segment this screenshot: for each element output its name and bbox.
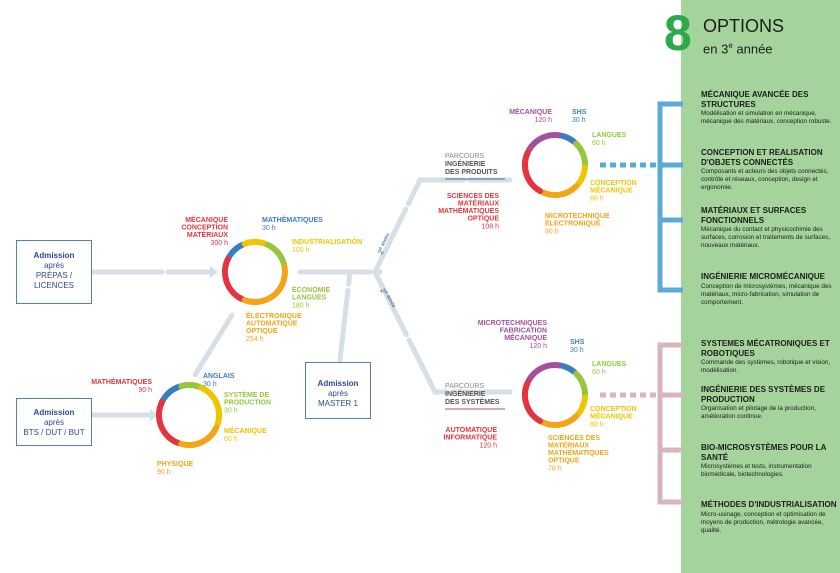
option-desc: Conception de microsystèmes, mécanique d…	[701, 282, 832, 306]
ring-segment	[222, 254, 246, 303]
option-desc: Organisation et pilotage de la productio…	[701, 405, 816, 421]
option-desc: Microsystèmes et tests, instrumentation …	[701, 463, 812, 479]
options-year: en 3e année	[703, 41, 773, 57]
svg-text:PARCOURS: PARCOURS	[445, 383, 484, 390]
ring-segment	[264, 241, 287, 268]
admission-master-box: Admission après MASTER 1	[305, 362, 371, 419]
svg-text:PARCOURS: PARCOURS	[445, 153, 484, 160]
option-2: CONCEPTION ET REALISATION D'OBJETS CONNE…	[701, 148, 837, 193]
ring-segment	[573, 370, 588, 398]
option-desc: Micro-usinage, conception et optimisatio…	[701, 510, 826, 534]
ring-segment	[539, 413, 580, 428]
ring-segment	[521, 149, 543, 194]
option-title: INGÉNIERIE MICROMÉCANIQUE	[701, 272, 826, 281]
ring-segment	[178, 381, 203, 390]
ring-segment	[526, 362, 564, 383]
options-word: OPTIONS	[703, 16, 785, 36]
admission-prepas-box: Admission après PRÉPAS / LICENCES	[16, 240, 92, 304]
flow-arrows	[150, 266, 218, 421]
ring-segment	[575, 394, 588, 418]
ring-segment	[156, 397, 182, 447]
ring-segment	[539, 183, 580, 198]
ring-segment	[241, 263, 288, 305]
option-title: BIO-MICROSYSTÈMES POUR LA SANTÉ	[701, 443, 827, 462]
ring-segment	[241, 239, 269, 247]
parcours-systemes-label: PARCOURS INGÉNIERIE DES SYSTÈMES	[445, 383, 505, 410]
option-7: BIO-MICROSYSTÈMES POUR LA SANTÉ Microsys…	[701, 443, 837, 479]
option-4: INGÉNIERIE MICROMÉCANIQUE Conception de …	[701, 272, 837, 307]
option-3: MATÉRIAUX ET SURFACES FONCTIONNELS Mécan…	[701, 206, 837, 251]
option-title: CONCEPTION ET REALISATION D'OBJETS CONNE…	[701, 148, 823, 167]
ring-segment	[559, 133, 578, 145]
option-8: MÉTHODES D'INDUSTRIALISATION Micro-usina…	[701, 500, 837, 535]
option-desc: Mécanique du contact et physicochimie de…	[701, 226, 831, 250]
ring-segment	[559, 363, 578, 375]
svg-text:2e année: 2e année	[378, 287, 396, 311]
bracket-produits	[600, 101, 683, 293]
ring-segment	[575, 164, 588, 188]
option-1: MÉCANIQUE AVANCÉE DES STRUCTURES Modélis…	[701, 90, 837, 126]
ring-segment	[573, 140, 588, 168]
flow-lines	[89, 177, 513, 418]
option-5: SYSTEMES MÉCATRONIQUES ET ROBOTIQUES Com…	[701, 339, 837, 375]
options-count: 8	[664, 5, 692, 61]
ring-segment	[521, 379, 543, 424]
svg-text:INGÉNIERIE: INGÉNIERIE	[445, 159, 486, 168]
option-title: MATÉRIAUX ET SURFACES FONCTIONNELS	[701, 206, 807, 225]
option-desc: Composants et acteurs des objets connect…	[701, 168, 829, 192]
parcours-produits-label: PARCOURS INGÉNIERIE DES PRODUITS	[445, 153, 505, 180]
ring-segment	[198, 384, 222, 429]
options-panel	[681, 0, 840, 573]
ring-segment	[161, 383, 182, 401]
svg-text:DES PRODUITS: DES PRODUITS	[445, 169, 498, 176]
ring-segment	[227, 241, 246, 258]
ring-segment	[178, 424, 220, 449]
option-title: SYSTEMES MÉCATRONIQUES ET ROBOTIQUES	[701, 339, 830, 358]
ring-segment	[526, 132, 564, 153]
svg-text:INGÉNIERIE: INGÉNIERIE	[445, 389, 486, 398]
option-title: MÉTHODES D'INDUSTRIALISATION	[701, 500, 837, 509]
option-6: INGÉNIERIE DES SYSTÈMES DE PRODUCTION Or…	[701, 385, 837, 421]
option-title: MÉCANIQUE AVANCÉE DES STRUCTURES	[701, 90, 809, 109]
option-title: INGÉNIERIE DES SYSTÈMES DE PRODUCTION	[701, 385, 826, 404]
option-desc: Modélisation et simulation en mécanique,…	[701, 110, 832, 126]
bracket-systemes	[600, 342, 683, 505]
option-desc: Commande des systèmes, robotique et visi…	[701, 359, 831, 375]
admission-bts-box: Admission après BTS / DUT / BUT	[16, 398, 92, 446]
svg-text:DES SYSTÈMES: DES SYSTÈMES	[445, 397, 500, 406]
